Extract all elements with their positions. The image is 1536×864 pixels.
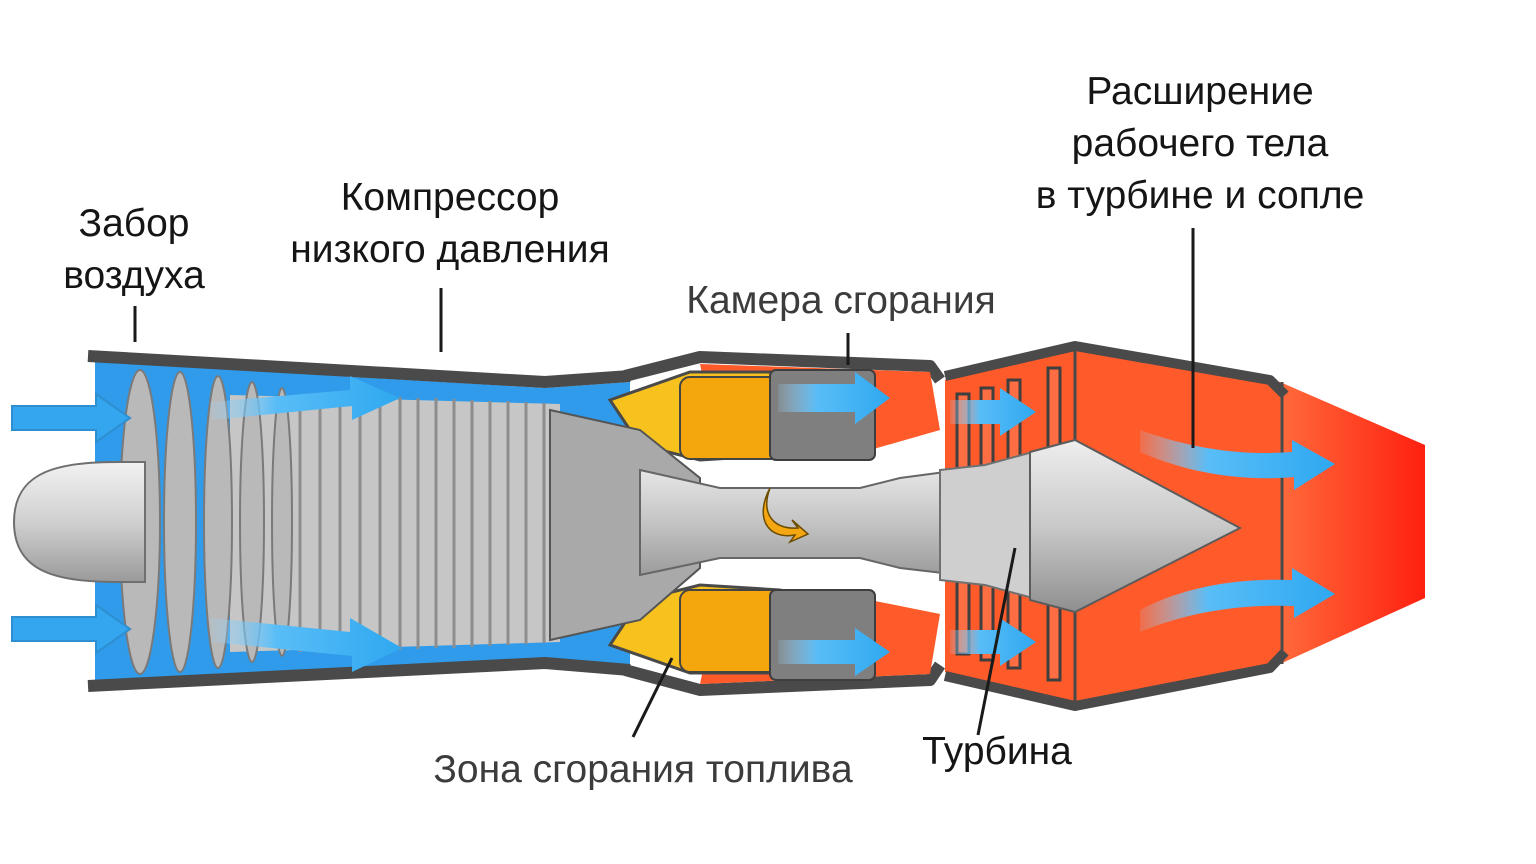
compressor-stages (298, 394, 546, 653)
label-air-intake-line-2: воздуха (63, 254, 205, 297)
turbine-casing-bottom (943, 648, 1289, 711)
spinner-cone (12, 461, 146, 583)
label-turbine-text: Турбина (922, 730, 1072, 773)
label-lp-compressor-line-2: низкого давления (290, 228, 610, 271)
exhaust-nozzle (1280, 382, 1425, 664)
intake-outer-casing-bottom (87, 657, 631, 692)
flow-arrow-icon (11, 392, 132, 655)
label-lp-compressor-line-1: Компрессор (340, 176, 560, 219)
label-expansion-line-1: Расширение (1086, 70, 1314, 113)
label-combustion-chamber: Камера сгорания (656, 275, 1026, 327)
diffuser (549, 408, 701, 642)
turbine-casing-top (943, 341, 1289, 399)
combustor-casing-top (623, 351, 945, 384)
label-air-intake: Забор воздуха (32, 198, 236, 302)
intake-fan-blades (119, 369, 293, 675)
label-expansion: Расширение рабочего тела в турбине и соп… (1010, 66, 1390, 222)
turbine-rotor-disk (939, 448, 1041, 602)
label-fuel-zone: Зона сгорания топлива (396, 744, 890, 796)
label-expansion-line-2: рабочего тела (1071, 122, 1329, 165)
leader-lines (133, 228, 1195, 738)
label-expansion-line-3: в турбине и сопле (1035, 174, 1365, 217)
main-shaft (639, 468, 961, 577)
label-turbine: Турбина (902, 726, 1092, 778)
exhaust-cone (1029, 438, 1243, 614)
compressor-rotor (230, 395, 560, 652)
leader-fuel-zone (631, 657, 674, 738)
rotation-arrow-icon (762, 487, 810, 544)
label-lp-compressor: Компрессор низкого давления (262, 172, 638, 276)
label-fuel-zone-text: Зона сгорания топлива (433, 748, 853, 791)
label-combustion-chamber-text: Камера сгорания (686, 279, 996, 322)
leader-turbine (976, 547, 1017, 736)
label-air-intake-line-1: Забор (78, 202, 190, 245)
intake-outer-casing (87, 350, 631, 388)
flow-arrow-icon (210, 372, 1335, 676)
